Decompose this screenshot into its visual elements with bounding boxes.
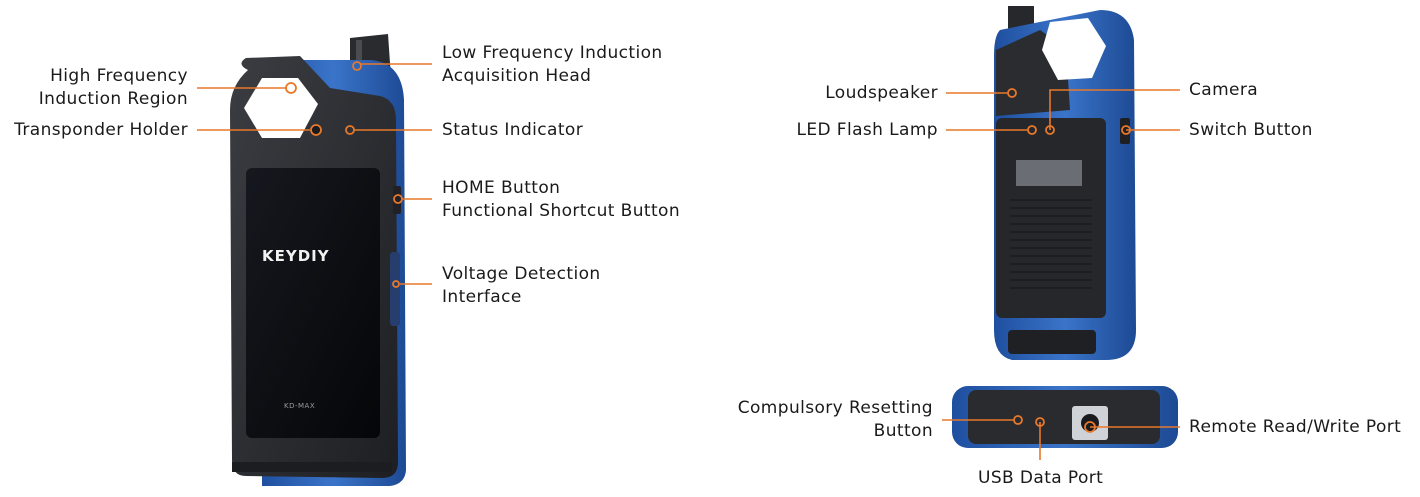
label-usb-port: USB Data Port: [978, 467, 1103, 490]
brand-text: KEYDIY: [262, 247, 330, 265]
bottom-dark-face: [968, 390, 1160, 444]
voltage-interface: [390, 252, 400, 326]
model-text: KD-MAX: [284, 402, 315, 410]
label-home-button: HOME Button Functional Shortcut Button: [442, 177, 680, 223]
label-reset-button: Compulsory Resetting Button: [738, 397, 933, 443]
label-loudspeaker: Loudspeaker: [825, 82, 938, 105]
label-low-frequency: Low Frequency Induction Acquisition Head: [442, 42, 663, 88]
front-bottom-edge: [232, 462, 392, 472]
label-status-indicator: Status Indicator: [442, 119, 583, 142]
label-remote-port: Remote Read/Write Port: [1189, 416, 1401, 439]
back-bottom: [1008, 330, 1096, 354]
label-switch-button: Switch Button: [1189, 119, 1313, 142]
label-transponder-holder: Transponder Holder: [14, 119, 188, 142]
label-voltage-detection: Voltage Detection Interface: [442, 263, 601, 309]
remote-port-hole: [1081, 414, 1099, 432]
label-led-flash: LED Flash Lamp: [796, 119, 938, 142]
brand-logo: KEYDIY: [262, 246, 372, 266]
bottom-view: [952, 386, 1178, 448]
back-device: [994, 6, 1136, 360]
back-label: [1016, 160, 1082, 186]
label-high-frequency: High Frequency Induction Region: [39, 65, 188, 111]
label-camera: Camera: [1189, 79, 1258, 102]
model-label: KD-MAX: [284, 402, 344, 410]
marker-transponder-holder: [311, 125, 321, 135]
front-screen: [246, 168, 380, 438]
